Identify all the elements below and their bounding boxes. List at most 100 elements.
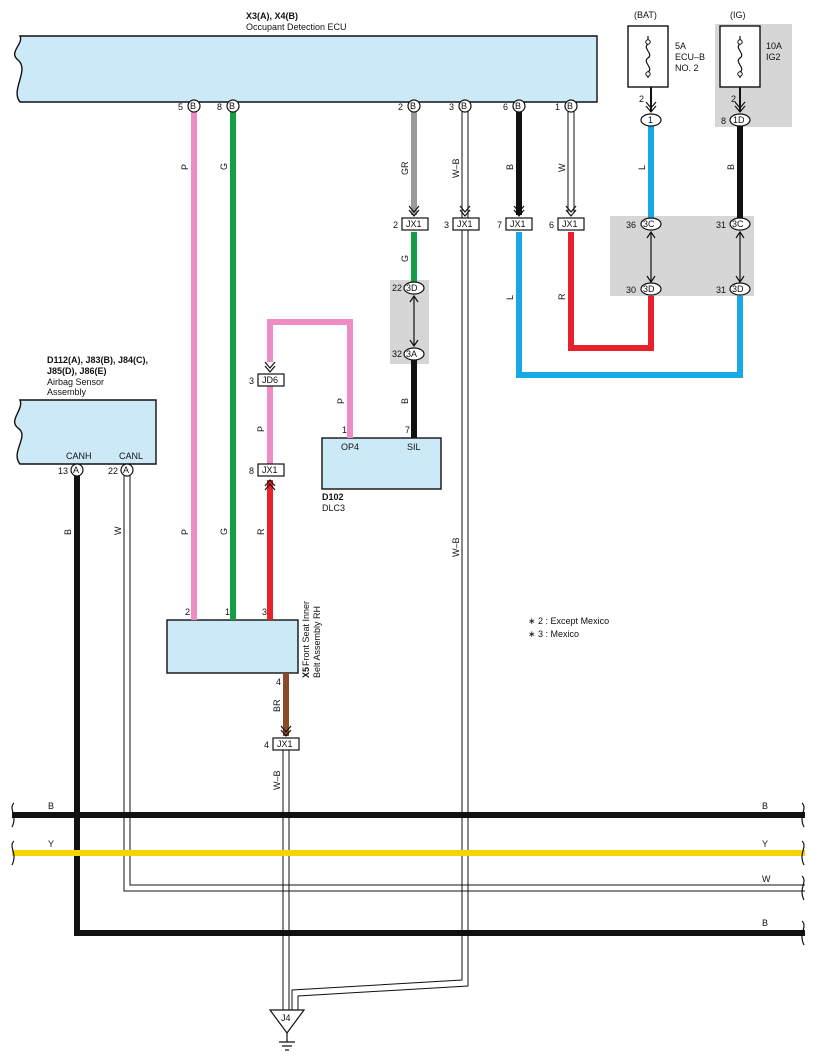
jd6: JD6 xyxy=(262,375,278,385)
bat-fuse: (BAT) 5A ECU–B NO. 2 2 xyxy=(627,10,705,104)
wire-r-3d xyxy=(568,232,654,351)
wire-canh xyxy=(74,475,805,936)
airbag-name-2: Assembly xyxy=(47,387,87,397)
airbag-code-2: J85(D), J86(E) xyxy=(47,366,107,376)
ig-label: (IG) xyxy=(730,10,746,20)
jx1-pin-6: 6 xyxy=(549,220,554,230)
ecu-pin-6-conn: B xyxy=(515,101,521,111)
lbl-b-4: B xyxy=(63,529,73,535)
jx1-pin-7: 7 xyxy=(497,220,502,230)
belt-name-1: Front Seat Inner xyxy=(301,601,311,666)
lbl-bus-b-r: B xyxy=(762,801,768,811)
lbl-w-1: W xyxy=(557,163,567,172)
ecu-pin-8: 8 xyxy=(217,102,222,112)
ecu-pin-connectors: B B B B B B 5 8 2 3 6 1 xyxy=(178,99,578,113)
lbl-w-2: W xyxy=(113,526,123,535)
jx1-pin-4: 4 xyxy=(264,740,269,750)
note-2: ∗ 3 : Mexico xyxy=(528,629,579,639)
pin-32: 32 xyxy=(392,349,402,359)
conn-3c-b: 3C xyxy=(732,219,744,229)
ecu-pin-2-conn: B xyxy=(410,101,416,111)
lbl-g-1: G xyxy=(219,163,229,170)
ig-conn: 1D xyxy=(733,115,745,125)
notes: ∗ 2 : Except Mexico ∗ 3 : Mexico xyxy=(528,616,609,639)
dlc3: OP4 SIL 1 7 D102 DLC3 xyxy=(321,425,442,513)
dlc-name: DLC3 xyxy=(322,503,345,513)
wire-p-op4 xyxy=(267,319,353,438)
lbl-wb-2: W–B xyxy=(451,537,461,557)
airbag-pin-22: 22 xyxy=(108,466,118,476)
belt-pin-3: 3 xyxy=(262,607,267,617)
wire-canl-b xyxy=(129,475,805,886)
bat-name-2: NO. 2 xyxy=(675,63,699,73)
jx1-8: JX1 xyxy=(262,465,278,475)
lbl-l-2: L xyxy=(505,295,515,300)
lbl-b-1: B xyxy=(505,164,515,170)
lbl-g-3: G xyxy=(219,528,229,535)
ecu-pin-5: 5 xyxy=(178,102,183,112)
bat-label: (BAT) xyxy=(634,10,657,20)
conn-3a: 3A xyxy=(406,349,417,359)
belt-pin-1: 1 xyxy=(225,607,230,617)
lbl-p-4: P xyxy=(180,529,190,535)
lbl-g-2: G xyxy=(400,255,410,262)
lbl-bus-b2-r: B xyxy=(762,918,768,928)
jx1-4: JX1 xyxy=(277,739,293,749)
lbl-p-1: P xyxy=(180,164,190,170)
dlc-sil: SIL xyxy=(407,442,421,452)
wire-wb-ecu-b xyxy=(297,110,469,1010)
lbl-wb-1: W–B xyxy=(451,158,461,178)
wire-wb-ecu-a xyxy=(291,110,463,1010)
occupant-detection-ecu: X3(A), X4(B) Occupant Detection ECU xyxy=(13,11,598,103)
belt-code: X5 xyxy=(301,667,311,678)
ecu-pin-5-conn: B xyxy=(190,101,196,111)
lbl-r-1: R xyxy=(557,293,567,300)
lbl-wb-3: W–B xyxy=(272,770,282,790)
jx1-pin-2: 2 xyxy=(393,220,398,230)
pin-31-b: 31 xyxy=(716,285,726,295)
dlc-pin-1: 1 xyxy=(342,425,347,435)
conn-3c-a: 3C xyxy=(643,219,655,229)
airbag-code-1: D112(A), J83(B), J84(C), xyxy=(47,355,148,365)
ig-name: IG2 xyxy=(766,52,781,62)
jx1-7: JX1 xyxy=(510,219,526,229)
pin-36: 36 xyxy=(626,220,636,230)
lbl-br: BR xyxy=(272,699,282,712)
conn-3d-b: 3D xyxy=(643,284,655,294)
ecu-pin-6: 6 xyxy=(503,102,508,112)
dlc-op4: OP4 xyxy=(341,442,359,452)
bat-conn: 1 xyxy=(648,115,653,125)
lbl-bus-y-l: Y xyxy=(48,839,54,849)
ig-pin: 2 xyxy=(731,94,736,104)
wire-canl-a xyxy=(123,475,805,892)
lbl-bus-b-l: B xyxy=(48,801,54,811)
belt-pin-4: 4 xyxy=(276,677,281,687)
dlc-pin-7: 7 xyxy=(405,425,410,435)
junction-3c-shade xyxy=(610,216,754,296)
pin-22: 22 xyxy=(392,283,402,293)
ecu-pin-3: 3 xyxy=(449,102,454,112)
pin-30: 30 xyxy=(626,285,636,295)
ecu-code: X3(A), X4(B) xyxy=(246,11,298,21)
bat-pin: 2 xyxy=(639,94,644,104)
airbag-canl: CANL xyxy=(119,451,143,461)
lbl-r-2: R xyxy=(256,528,266,535)
airbag-pin-connectors: A A 13 22 xyxy=(58,463,134,477)
ecu-pin-2: 2 xyxy=(398,102,403,112)
lbl-p-3: P xyxy=(256,426,266,432)
wire-labels: P G GR W–B B W L B G B P P L R P G R W–B… xyxy=(48,158,771,928)
lbl-gr: GR xyxy=(400,161,410,175)
lbl-l-1: L xyxy=(637,165,647,170)
front-seat-belt-assembly: 2 1 3 4 X5 Front Seat Inner Belt Assembl… xyxy=(166,601,322,687)
airbag-sensor-assembly: D112(A), J83(B), J84(C), J85(D), J86(E) … xyxy=(13,355,157,465)
airbag-name-1: Airbag Sensor xyxy=(47,377,104,387)
jx1-pin-3: 3 xyxy=(444,220,449,230)
lbl-b-3: B xyxy=(400,398,410,404)
junction-connectors: JX1 JX1 JX1 JX1 2 3 7 6 3D 3A 22 32 3C 3… xyxy=(249,101,751,751)
airbag-conn-a1: A xyxy=(73,465,79,475)
ecu-pin-1-conn: B xyxy=(567,101,573,111)
belt-pin-2: 2 xyxy=(185,607,190,617)
jx1-2: JX1 xyxy=(406,219,422,229)
ground-label: J4 xyxy=(281,1013,291,1023)
